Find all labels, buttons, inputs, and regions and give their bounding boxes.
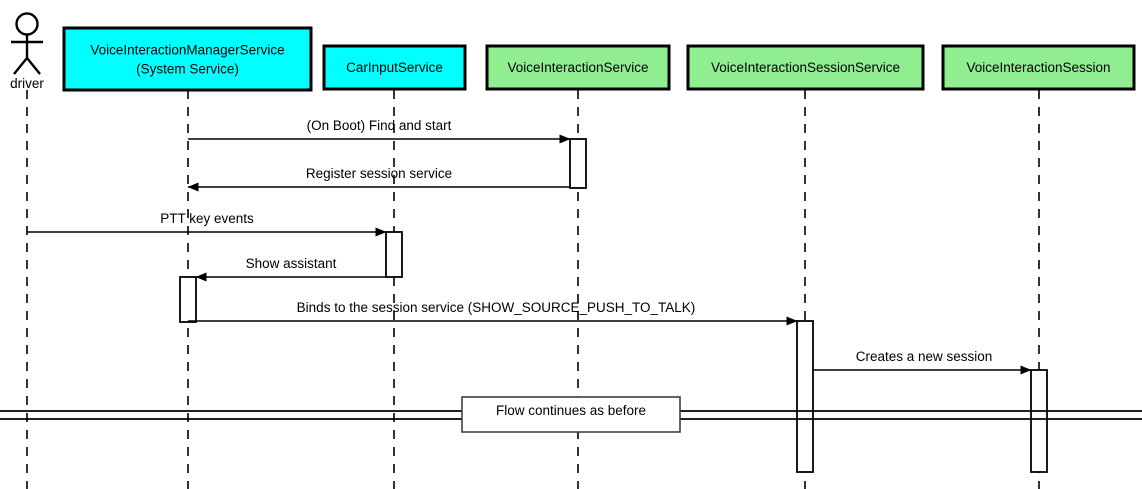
msg-creates-a-new-session: Creates a new session bbox=[813, 349, 1032, 375]
msg-on-boot-find-and-start-label: (On Boot) Find and start bbox=[307, 118, 452, 133]
msg-ptt-key-events-label: PTT key events bbox=[160, 211, 254, 226]
delay-separator-group: Flow continues as before bbox=[0, 396, 1142, 433]
participant-vis[interactable]: VoiceInteractionService bbox=[485, 44, 671, 91]
participant-vims[interactable]: VoiceInteractionManagerService (System Se… bbox=[62, 26, 313, 92]
participant-label-vise: VoiceInteractionSession bbox=[966, 60, 1110, 75]
participant-box-carinput[interactable] bbox=[322, 44, 467, 91]
participant-boxes-group: VoiceInteractionManagerService (System Se… bbox=[62, 26, 1136, 92]
actor-left-leg-line bbox=[13, 57, 28, 75]
participant-box-vis[interactable] bbox=[485, 44, 671, 91]
msg-register-session-service-label: Register session service bbox=[306, 166, 452, 181]
activation-vims bbox=[179, 276, 197, 323]
participant-box-viss[interactable] bbox=[686, 44, 925, 91]
driver-actor: driver bbox=[10, 12, 44, 91]
participant-box-vise[interactable] bbox=[941, 44, 1136, 91]
msg-ptt-key-events: PTT key events bbox=[27, 211, 387, 237]
participant-label-vims: VoiceInteractionManagerService bbox=[90, 43, 284, 58]
participant-label-vis: VoiceInteractionService bbox=[507, 60, 648, 75]
participant-viss[interactable]: VoiceInteractionSessionService bbox=[686, 44, 925, 91]
actor-label: driver bbox=[10, 76, 44, 91]
participant-label-carinput: CarInputService bbox=[346, 60, 443, 75]
activation-vis bbox=[569, 138, 587, 189]
msg-show-assistant: Show assistant bbox=[195, 256, 386, 282]
msg-register-session-service: Register session service bbox=[187, 166, 570, 192]
activation-bars-group bbox=[179, 138, 1048, 473]
participant-label-viss: VoiceInteractionSessionService bbox=[711, 60, 900, 75]
actor-head-icon bbox=[15, 12, 39, 36]
msg-on-boot-find-and-start: (On Boot) Find and start bbox=[188, 118, 571, 144]
separator-note-label: Flow continues as before bbox=[496, 403, 646, 418]
participant-sublabel-vims: (System Service) bbox=[136, 62, 239, 77]
activation-carinput bbox=[385, 231, 403, 278]
msg-creates-a-new-session-label: Creates a new session bbox=[856, 349, 993, 364]
participant-box-vims[interactable] bbox=[62, 26, 313, 92]
msg-show-assistant-label: Show assistant bbox=[246, 256, 337, 271]
activation-viss bbox=[796, 320, 814, 473]
participant-vise[interactable]: VoiceInteractionSession bbox=[941, 44, 1136, 91]
separator-note-box bbox=[461, 396, 681, 433]
participant-carinput[interactable]: CarInputService bbox=[322, 44, 467, 91]
msg-binds-to-session-service-label: Binds to the session service (SHOW_SOURC… bbox=[297, 300, 696, 315]
activation-vise bbox=[1030, 369, 1048, 473]
msg-binds-to-session-service: Binds to the session service (SHOW_SOURC… bbox=[188, 300, 798, 326]
actor-right-leg-line bbox=[26, 57, 41, 75]
